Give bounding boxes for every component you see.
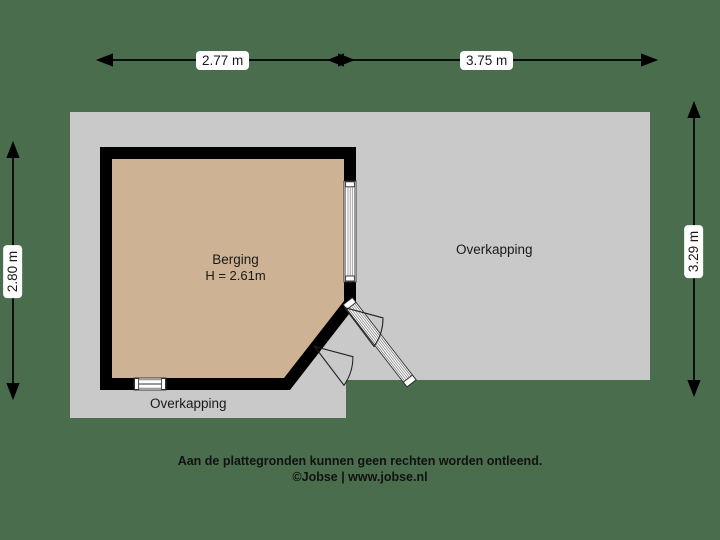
- dimension-top-right-label: 3.75 m: [460, 51, 514, 70]
- room-name: Berging: [212, 252, 259, 267]
- door-swing-lower: [313, 345, 354, 387]
- area-label-overkapping-bottom: Overkapping: [150, 396, 227, 411]
- disclaimer-line-1: Aan de plattegronden kunnen geen rechten…: [177, 454, 543, 468]
- dimension-top-left-label: 2.77 m: [196, 51, 250, 70]
- dimension-right-label: 3.29 m: [684, 224, 704, 279]
- disclaimer-line-2: ©Jobse | www.jobse.nl: [292, 470, 428, 484]
- room-label-berging: Berging H = 2.61m: [158, 251, 313, 284]
- berging-room: [100, 147, 356, 390]
- room-height: H = 2.61m: [205, 268, 266, 283]
- window-south-wall: [133, 377, 167, 391]
- area-label-overkapping-right: Overkapping: [456, 242, 533, 257]
- window-east-wall: [343, 180, 357, 283]
- dimension-left-label: 2.80 m: [3, 244, 23, 299]
- double-door-bevel: [313, 296, 417, 388]
- door-swing-upper: [343, 306, 384, 348]
- berging-floor: [112, 159, 344, 378]
